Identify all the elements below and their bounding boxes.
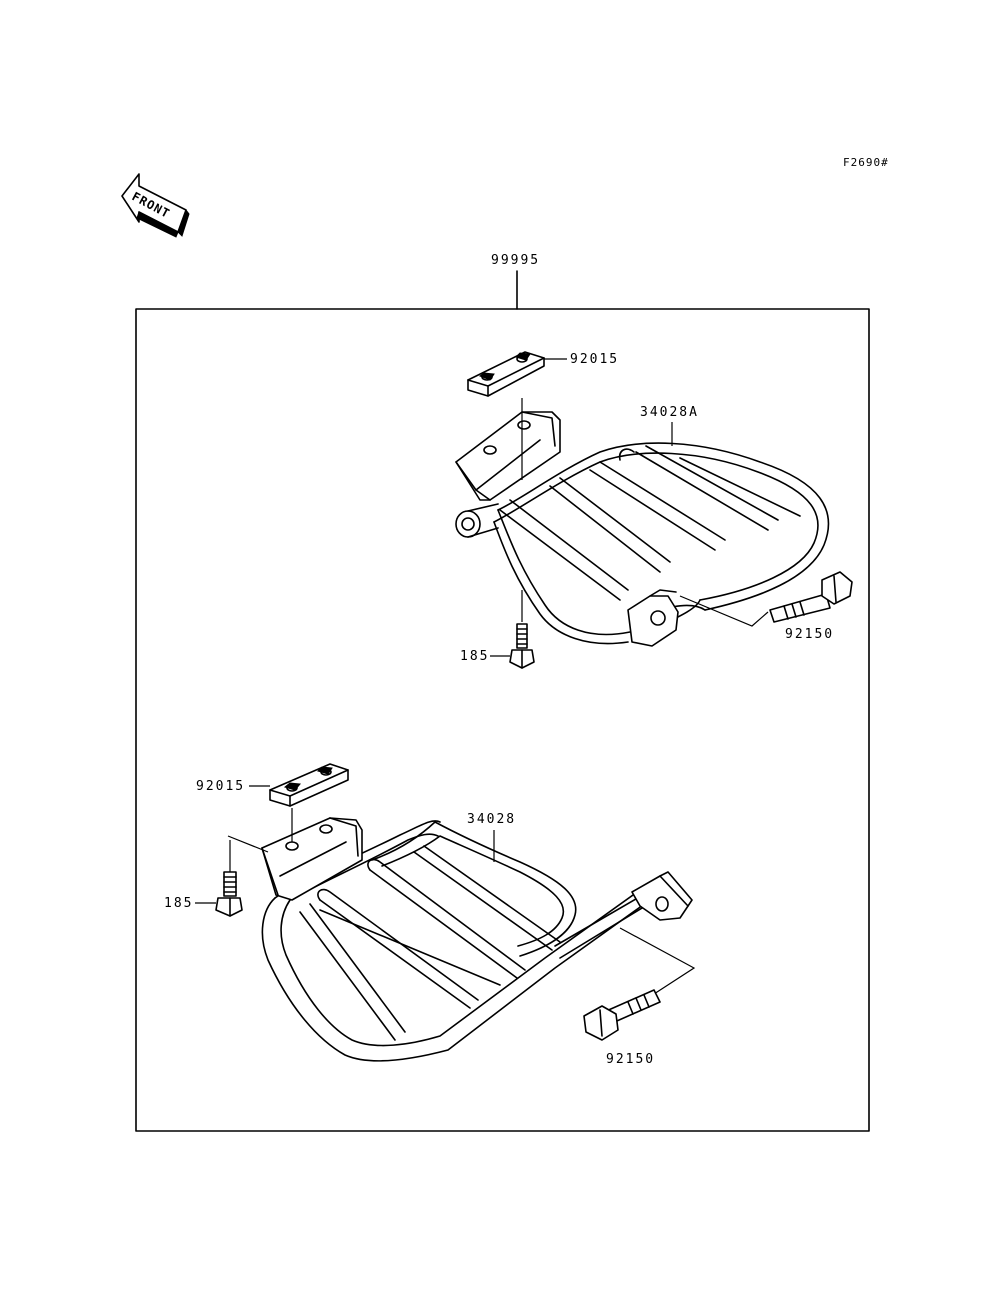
upper-carrier-34028a [455,411,830,647]
assembly-frame [135,308,870,1132]
upper-bolt-92150 [769,571,853,623]
lower-small-bolt-185 [215,871,243,917]
lower-bolt-label: 92150 [606,1052,655,1067]
lower-carrier-label: 34028 [467,812,516,827]
upper-bolt-leader [679,595,769,627]
upper-cover-92015 [467,351,545,397]
lower-small-bolt-guide [227,835,269,872]
lower-bolt-92150 [583,989,661,1041]
upper-bolt-label: 92150 [785,627,834,642]
front-arrow-icon: FRONT [121,173,190,238]
lower-cover-label: 92015 [196,779,245,794]
lower-carrier-34028 [261,817,693,1062]
upper-small-bolt-label: 185 [460,649,489,664]
upper-small-bolt-185 [509,623,535,669]
assembly-label: 99995 [491,253,540,268]
lower-small-bolt-label: 185 [164,896,193,911]
lower-cover-92015 [269,763,349,807]
upper-carrier-label: 34028A [640,405,699,420]
lower-bolt-leader [619,927,696,995]
diagram-code: F2690# [843,156,889,169]
upper-cover-label: 92015 [570,352,619,367]
